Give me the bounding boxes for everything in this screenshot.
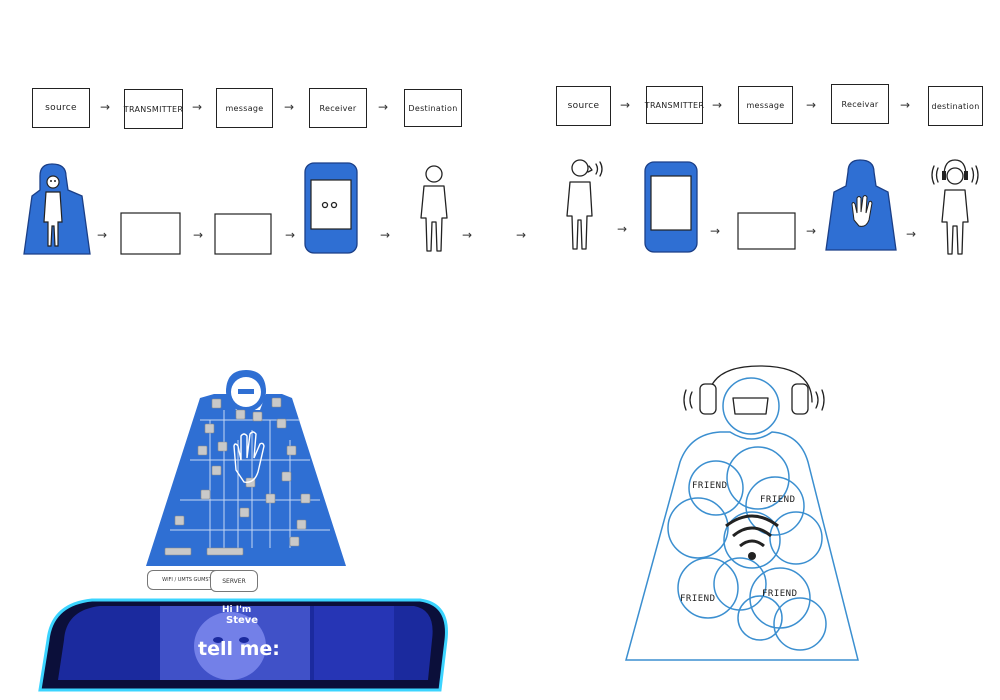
- right-arrow-1: →: [620, 98, 631, 112]
- right-label-message: message: [738, 86, 793, 124]
- left-arrow-2: →: [192, 100, 203, 114]
- right-row2-arrow-4: →: [906, 227, 917, 241]
- friend-label-2: FRIEND: [760, 495, 796, 505]
- left-arrow-4: →: [378, 100, 389, 114]
- server-label: SERVER: [210, 570, 258, 592]
- left-label-destination: Destination: [404, 89, 462, 127]
- left-label-message: message: [216, 88, 273, 128]
- left-row2-arrow-2: →: [193, 228, 204, 242]
- headphone-person-sketch: [931, 159, 979, 255]
- cloak-figure-left: [23, 163, 91, 255]
- left-label-source: source: [32, 88, 90, 128]
- left-arrow-3: →: [284, 100, 295, 114]
- left-arrow-1: →: [100, 100, 111, 114]
- phone-sketch-right: [644, 161, 698, 253]
- right-arrow-3: →: [806, 98, 817, 112]
- phone-greeting: Hi I'm: [222, 605, 252, 615]
- phone-sketch-left: [304, 162, 358, 254]
- middle-arrow-2: →: [516, 228, 527, 242]
- phone-photo: [38, 598, 448, 692]
- right-arrow-2: →: [712, 98, 723, 112]
- right-label-source: source: [556, 86, 611, 126]
- right-row2-arrow-1: →: [617, 222, 628, 236]
- left-empty-box-1: [120, 212, 181, 255]
- right-label-receivar: Receivar: [831, 84, 889, 124]
- left-row2-arrow-3: →: [285, 228, 296, 242]
- friend-label-1: FRIEND: [692, 481, 728, 491]
- phone-name: Steve: [226, 615, 259, 626]
- speaking-person-sketch: [566, 159, 603, 250]
- hardware-cloak-diagram: [146, 369, 346, 566]
- phone-prompt: tell me:: [198, 638, 280, 660]
- right-row2-arrow-3: →: [806, 224, 817, 238]
- person-sketch-left: [420, 165, 448, 252]
- left-label-transmitter: TRANSMITTER: [124, 89, 183, 129]
- right-empty-box: [737, 212, 796, 250]
- left-row2-arrow-1: →: [97, 228, 108, 242]
- left-empty-box-2: [214, 213, 272, 255]
- right-row2-arrow-2: →: [710, 224, 721, 238]
- cloak-hand-figure: [825, 159, 897, 251]
- right-arrow-4: →: [900, 98, 911, 112]
- middle-arrow-1: →: [462, 228, 473, 242]
- right-label-transmitter: TRANSMITTER: [645, 86, 704, 124]
- friend-label-4: FRIEND: [762, 589, 798, 599]
- right-label-destination: destination: [928, 86, 983, 126]
- left-label-receiver: Receiver: [309, 88, 367, 128]
- left-row2-arrow-4: →: [380, 228, 391, 242]
- friend-label-3: FRIEND: [680, 594, 716, 604]
- friend-cloak-sketch: [625, 365, 859, 661]
